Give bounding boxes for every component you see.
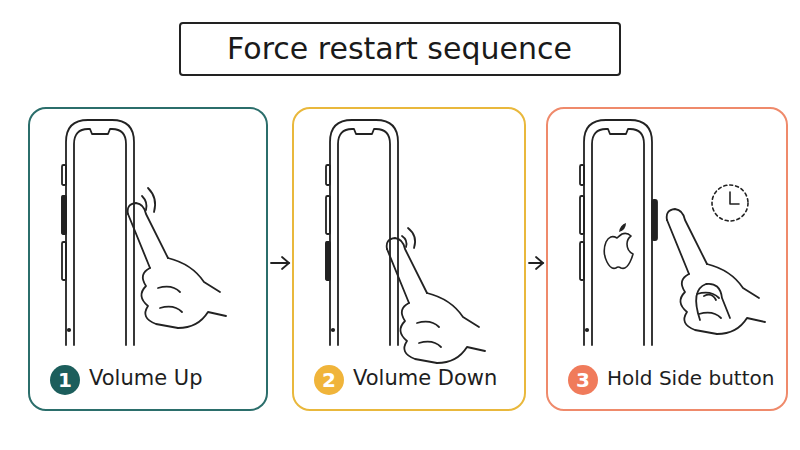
press-marks [142, 188, 155, 212]
press-marks [402, 228, 415, 248]
title-box: Force restart sequence [179, 22, 621, 76]
step-panel: Hold Side button 3 [546, 107, 788, 411]
step-label: Hold Side button [607, 366, 774, 390]
step-number: 3 [576, 370, 590, 390]
pointing-hand [128, 203, 226, 328]
step-number-badge: 2 [314, 365, 344, 395]
volume-down-button [326, 242, 330, 280]
diagram-title: Force restart sequence [227, 31, 572, 67]
step-number: 2 [322, 370, 336, 390]
step-label: Volume Down [353, 366, 497, 391]
side-button [652, 200, 657, 240]
pointing-hand [667, 209, 765, 334]
step-number-badge: 3 [568, 365, 598, 395]
phone-outline [326, 120, 398, 345]
step-number: 1 [58, 370, 72, 390]
phone-outline [580, 120, 652, 345]
apple-logo [604, 223, 633, 268]
thumb [696, 284, 730, 320]
phone-outline [62, 120, 134, 345]
timer-clock [712, 185, 748, 221]
step-panel: Volume Up 1 [28, 107, 268, 411]
step-label: Volume Up [89, 366, 202, 391]
pointing-hand [387, 238, 485, 363]
volume-up-button [62, 196, 66, 234]
step-arrow [271, 257, 289, 269]
step-number-badge: 1 [50, 365, 80, 395]
step-arrow [529, 257, 543, 269]
step-panel: Volume Down 2 [292, 107, 526, 411]
